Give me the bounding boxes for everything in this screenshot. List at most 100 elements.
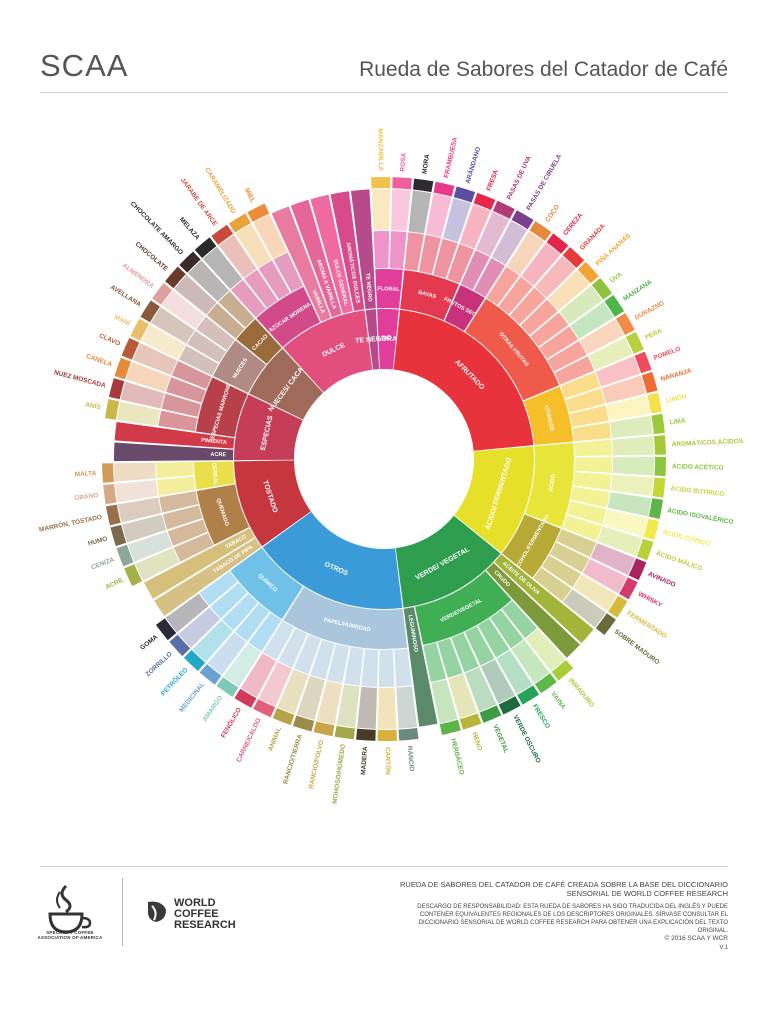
leaf-base-verde-oscuro <box>464 626 495 666</box>
credit-text: RUEDA DE SABORES DEL CATADOR DE CAFÉ CRE… <box>400 880 728 898</box>
leaf-band-durazno <box>579 319 625 355</box>
sub-segment-verde-vegetal <box>415 570 512 645</box>
sub-segment-acre <box>114 442 234 462</box>
leaf-band-caramelizado <box>235 223 272 268</box>
sub-segment-especias-marrones <box>196 377 248 438</box>
leaf-band-vaina <box>511 640 550 684</box>
leaf-label-medicinal: MEDICINAL <box>178 681 206 714</box>
leaf-band-aromaticos-acidos <box>612 436 654 456</box>
leaf-swatch-uva <box>591 277 613 300</box>
leaf-swatch-rancio <box>398 727 419 741</box>
leaf-swatch-vaina <box>534 673 557 694</box>
leaf-base-fenolico <box>263 620 295 661</box>
leaf-band-acre <box>135 547 180 581</box>
leaf-swatch-vegetal <box>479 705 502 723</box>
leaf-base-fermentado <box>541 555 581 588</box>
leaf-base-vaina <box>490 610 524 649</box>
leaf-base-humo <box>162 505 203 530</box>
leaf-swatch-whisky <box>619 577 638 600</box>
leaf-band-miel <box>253 214 288 259</box>
leaf-band-malta <box>114 462 156 482</box>
leaf-base-rosa <box>389 231 407 269</box>
leaf-label-carne-caldo: CARNE/CALDO <box>235 717 262 763</box>
sub-segment-crudo <box>486 562 580 658</box>
leaf-label-pina-ananas: PIÑA ANANÁS <box>593 230 633 267</box>
sub-label-bayas: BAYAS <box>417 290 436 301</box>
leaf-base-herbaceo <box>423 642 447 683</box>
leaf-swatch-naranja <box>641 371 658 394</box>
leaf-swatch-coco <box>529 221 552 241</box>
leaf-label-whisky: WHISKY <box>637 591 664 610</box>
leaf-swatch-granada <box>562 247 585 269</box>
leaf-band-acido-butirico <box>610 474 654 497</box>
leaf-label-miel: MIEL <box>243 187 256 204</box>
leaf-base-inmaduro <box>502 600 537 639</box>
category-segment-tostado <box>234 460 311 547</box>
leaf-swatch-malta <box>102 463 114 483</box>
leaf-swatch-zorrillo <box>169 634 191 657</box>
leaf-swatch-ceniza <box>116 544 134 567</box>
leaf-base-nuez-moscada <box>161 393 202 417</box>
leaf-swatch-mora <box>413 178 434 193</box>
leaf-base-animal <box>294 634 321 675</box>
leaf-label-herbaceo: HERBÁCEO <box>449 737 467 775</box>
leaf-base-pera <box>554 356 595 385</box>
leaf-label-inmaduro: INMADURO <box>567 677 595 709</box>
sub-label-te-negro: TE NEGRO <box>364 273 373 303</box>
leaf-base-lima <box>572 422 612 442</box>
leaf-swatch-pera <box>625 331 644 354</box>
leaf-base-manzana <box>539 326 579 359</box>
sub-segment-alcohol-fermentado <box>501 514 561 578</box>
leaf-label-nuez-moscada: NUEZ MOSCADA <box>53 369 106 389</box>
leaf-base-coco <box>486 266 520 306</box>
sub-segment-quimico <box>230 547 303 620</box>
leaf-label-verde-oscuro: VERDE OSCURO <box>511 714 541 764</box>
sub-segment-leguminoso <box>403 607 438 727</box>
leaf-label-pomelo: POMELO <box>653 346 682 362</box>
leaf-label-clavo: CLAVO <box>98 332 121 347</box>
leaf-swatch-carton <box>377 729 397 741</box>
leaf-base-almendra <box>196 316 235 351</box>
leaf-label-acido-isovalerico: ÁCIDO ISOVALÉRICO <box>667 505 735 526</box>
leaf-swatch-almendra <box>152 283 173 305</box>
leaf-band-melaza <box>202 246 243 290</box>
sub-segment-papel-humedad <box>283 587 408 649</box>
leaf-base-pomelo <box>560 372 601 399</box>
leaf-band-fenolico <box>240 653 277 698</box>
leaf-base-amargo <box>248 612 282 652</box>
leaf-swatch-animal <box>272 707 295 726</box>
category-segment-verde-vegetal <box>395 515 501 608</box>
leaf-band-clavo <box>132 343 178 376</box>
leaf-band-zorrillo <box>178 607 221 648</box>
sub-segment-quemado <box>196 484 250 545</box>
leaf-swatch-grano <box>103 483 117 505</box>
leaf-base-carton <box>378 649 395 687</box>
sub-segment-dulce-general <box>310 194 353 314</box>
sub-segment-cereal <box>194 461 235 490</box>
leaf-base-acido-malico <box>562 515 602 541</box>
leaf-label-rancio: RANCIO <box>406 746 415 772</box>
sub-segment-nueces <box>213 340 267 394</box>
leaf-base-mohoso-humedo <box>344 647 364 686</box>
leaf-label-mani: MANÍ <box>113 312 132 328</box>
leaf-swatch-rancio-polvo <box>313 721 335 737</box>
leaf-base-acido-citrico <box>566 501 607 525</box>
leaf-label-mora: MORA <box>421 153 431 174</box>
leaf-swatch-avinado <box>628 558 647 581</box>
leaf-label-limon: LIMÓN <box>665 391 688 404</box>
leaf-label-manzanilla: MANZANILLA <box>376 128 384 171</box>
leaf-label-fermentado: FERMENTADO <box>626 610 668 640</box>
leaf-label-animal: ANIMAL <box>267 726 283 752</box>
leaf-base-sobre-maduro <box>533 567 572 602</box>
sub-segment-azucar-morena <box>256 286 321 348</box>
copyright-text: © 2016 SCAA Y WCR <box>664 935 728 942</box>
leaf-base-heno <box>437 638 463 678</box>
leaf-swatch-carne-caldo <box>253 699 276 718</box>
leaf-band-medicinal <box>207 632 247 675</box>
leaf-label-manzana: MANZANA <box>622 279 653 303</box>
leaf-label-chocolate: CHOCOLATE <box>134 241 170 273</box>
leaf-band-canela <box>125 362 171 392</box>
leaf-swatch-lima <box>651 413 665 435</box>
